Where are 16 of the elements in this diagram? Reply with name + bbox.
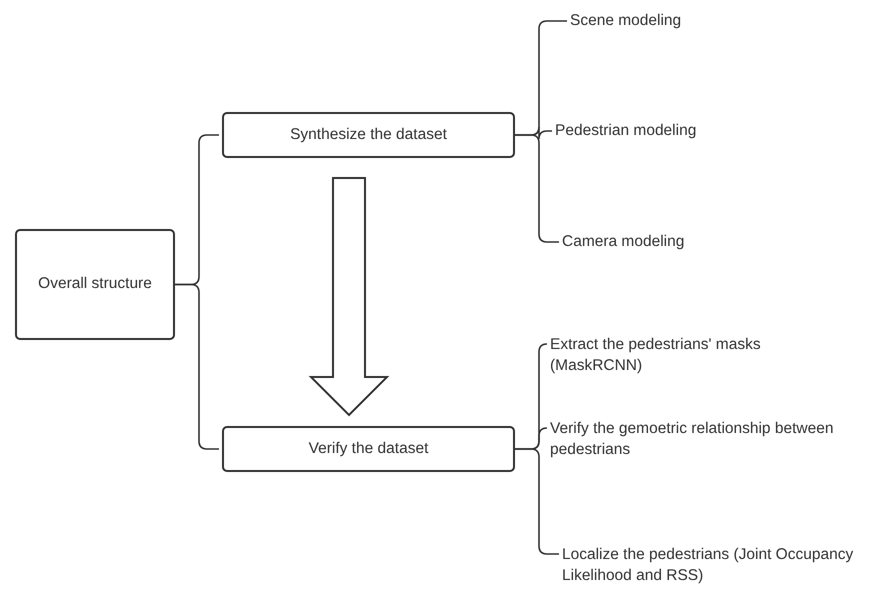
- text-label: Extract the pedestrians' masks (MaskRCNN): [550, 333, 790, 379]
- bracket-connector: [515, 134, 559, 243]
- text-label: Verify the gemoetric relationship between pedestrians: [550, 417, 895, 463]
- process-box: [222, 112, 515, 158]
- box-text: Synthesize the dataset: [290, 124, 447, 145]
- block-arrow: [308, 177, 390, 416]
- process-box: [222, 426, 515, 472]
- text-label: Camera modeling: [562, 229, 762, 255]
- box-text: Verify the dataset: [308, 438, 428, 459]
- bracket-connector: [515, 448, 559, 555]
- bracket-connector: [175, 284, 219, 450]
- text-label: Pedestrian modeling: [555, 118, 775, 144]
- text-label: Localize the pedestrians (Joint Occupancy Likelihood and RSS): [562, 543, 892, 589]
- box-text: Overall structure: [38, 274, 152, 294]
- process-box: [15, 229, 175, 340]
- text-label: Scene modeling: [570, 8, 770, 34]
